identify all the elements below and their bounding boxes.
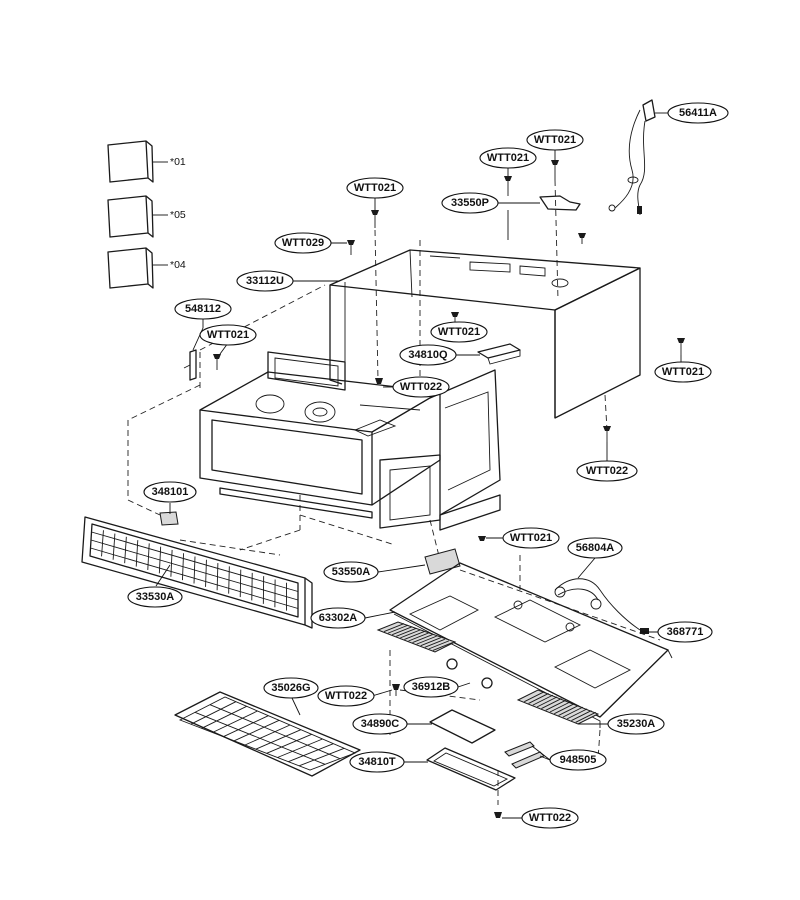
svg-text:33550P: 33550P	[451, 197, 489, 209]
svg-text:WTT029: WTT029	[282, 237, 324, 249]
outer-case	[329, 249, 641, 419]
svg-text:56804A: 56804A	[576, 542, 615, 554]
part-label-948505: 948505	[549, 749, 607, 771]
accessory-box-05: *05	[107, 195, 186, 238]
part-label-33530A: 33530A	[127, 586, 183, 608]
part-label-33550P: 33550P	[441, 192, 499, 214]
part-label-34810T: 34810T	[349, 751, 405, 773]
svg-text:33530A: 33530A	[136, 591, 175, 603]
part-label-wtt029: WTT029	[274, 232, 332, 254]
part-label-34890C: 34890C	[352, 713, 408, 735]
part-label-wtt021-c: WTT021	[346, 177, 404, 199]
part-label-548112: 548112	[174, 298, 232, 320]
base-plate	[389, 562, 673, 728]
svg-text:948505: 948505	[560, 754, 597, 766]
screw-wtt021-right	[677, 338, 685, 355]
svg-text:548112: 548112	[185, 303, 221, 315]
part-label-wtt021-d: WTT021	[199, 324, 257, 346]
part-label-33112U: 33112U	[236, 270, 294, 292]
screw-wtt022-bottom	[494, 812, 502, 818]
part-33550P	[539, 195, 581, 211]
svg-text:WTT021: WTT021	[662, 366, 704, 378]
wire-harness-56411A	[608, 99, 656, 216]
accessory-code-05: *05	[170, 209, 186, 221]
part-label-53550A: 53550A	[323, 561, 379, 583]
svg-text:56411A: 56411A	[679, 107, 717, 119]
bracket-53550A	[424, 548, 461, 575]
svg-text:34810T: 34810T	[358, 756, 396, 768]
svg-text:36912B: 36912B	[412, 681, 451, 693]
svg-text:WTT021: WTT021	[354, 182, 396, 194]
accessory-code-04: *04	[170, 259, 186, 271]
accessory-box-01: *01	[107, 140, 186, 183]
part-label-wtt021-a: WTT021	[526, 129, 584, 151]
screw-wtt022-right	[603, 426, 611, 442]
part-label-35230A: 35230A	[607, 713, 665, 735]
svg-text:WTT021: WTT021	[510, 532, 552, 544]
part-label-348101: 348101	[143, 481, 197, 503]
svg-text:53550A: 53550A	[332, 566, 371, 578]
part-label-wtt021-e: WTT021	[430, 321, 488, 343]
svg-text:WTT022: WTT022	[400, 381, 442, 393]
screw-wtt021-548	[213, 354, 221, 370]
parts-948505	[504, 741, 545, 769]
part-label-368771: 368771	[657, 621, 713, 643]
leader-lines	[155, 112, 682, 819]
part-label-36912B: 36912B	[403, 676, 459, 698]
svg-text:WTT021: WTT021	[438, 326, 480, 338]
accessory-code-01: *01	[170, 156, 186, 168]
svg-text:63302A: 63302A	[319, 612, 358, 624]
part-label-56411A: 56411A	[667, 102, 729, 124]
lens-34890C	[429, 709, 496, 744]
wire-harness-56804A	[554, 578, 649, 634]
svg-text:35026G: 35026G	[271, 682, 310, 694]
svg-text:33112U: 33112U	[246, 275, 284, 287]
filter-35230A-left	[376, 621, 457, 653]
filter-35230A-right	[516, 689, 600, 725]
screw-wtt029	[347, 240, 355, 255]
accessory-box-04: *04	[107, 247, 186, 289]
screw-wtt021-top-b	[551, 160, 559, 180]
bracket-34810Q	[477, 343, 521, 365]
cover-34810T	[426, 747, 516, 791]
svg-text:34890C: 34890C	[361, 718, 400, 730]
screw-wtt021-top-a	[504, 176, 512, 196]
front-grille	[81, 516, 313, 629]
svg-text:WTT022: WTT022	[529, 812, 571, 824]
svg-text:WTT021: WTT021	[534, 134, 576, 146]
svg-text:WTT021: WTT021	[207, 329, 249, 341]
svg-text:WTT022: WTT022	[325, 690, 367, 702]
part-label-wtt021-f: WTT021	[654, 361, 712, 383]
part-label-wtt021-g: WTT021	[502, 527, 560, 549]
rack-35026G	[174, 691, 361, 777]
part-label-35026G: 35026G	[263, 677, 319, 699]
screw-wtt021-upper	[371, 210, 379, 228]
screw-wtt022-grid	[392, 684, 400, 696]
clip-348101	[159, 511, 179, 526]
part-label-wtt022-c: WTT022	[317, 685, 375, 707]
part-label-wtt022-d: WTT022	[521, 807, 579, 829]
bracket-548112	[183, 349, 197, 381]
svg-text:34810Q: 34810Q	[408, 349, 448, 361]
part-label-wtt022-a: WTT022	[392, 376, 450, 398]
svg-text:35230A: 35230A	[617, 718, 656, 730]
part-label-34810Q: 34810Q	[399, 344, 457, 366]
screw-wtt021-lower	[478, 536, 486, 541]
part-label-56804A: 56804A	[567, 537, 623, 559]
oven-cavity	[199, 351, 501, 531]
svg-text:WTT021: WTT021	[487, 152, 529, 164]
svg-text:348101: 348101	[152, 486, 189, 498]
screws	[213, 160, 685, 818]
svg-text:WTT022: WTT022	[586, 465, 628, 477]
part-label-63302A: 63302A	[310, 607, 366, 629]
part-label-wtt021-b: WTT021	[479, 147, 537, 169]
part-label-wtt022-b: WTT022	[576, 460, 638, 482]
svg-text:368771: 368771	[667, 626, 704, 638]
screw-wtt022-mid	[375, 378, 383, 384]
lamps-36912B	[446, 658, 493, 689]
screw-side	[578, 233, 586, 244]
